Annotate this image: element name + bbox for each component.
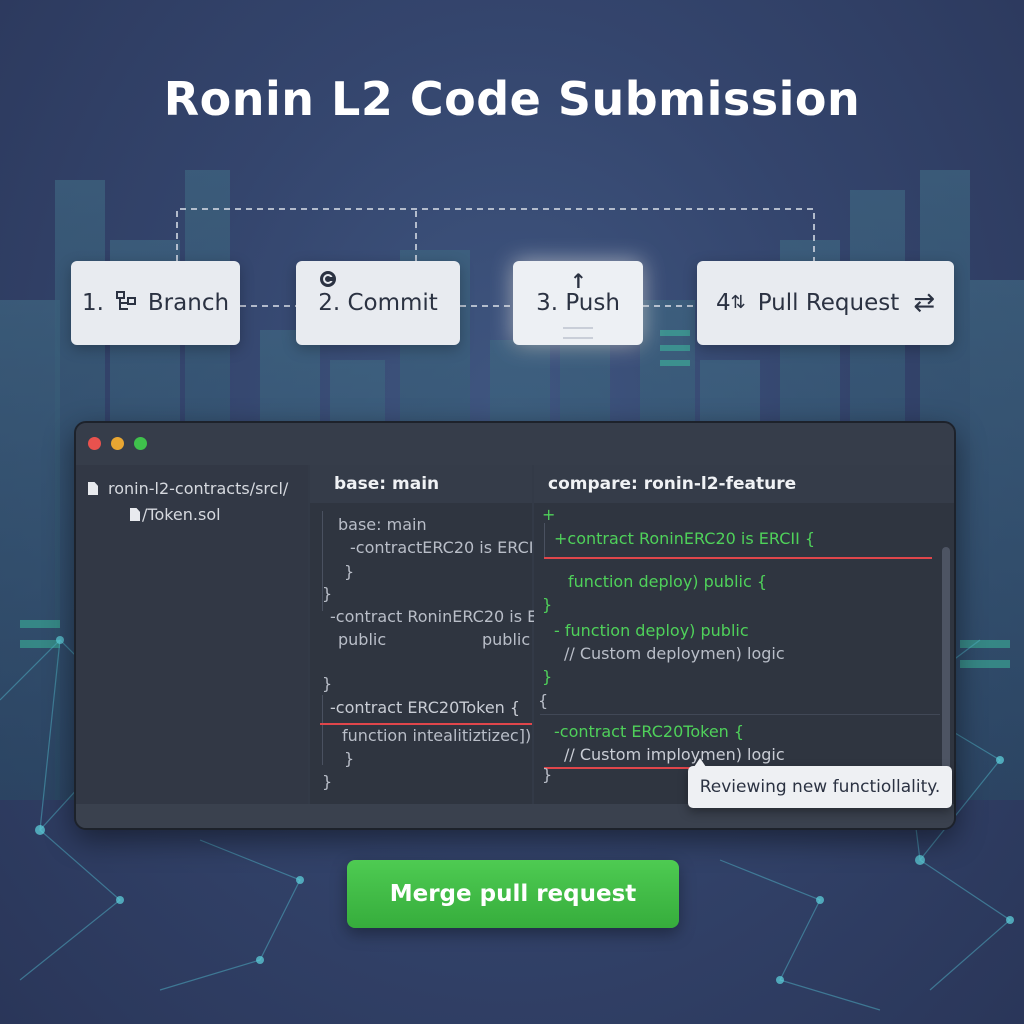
step-pull-request[interactable]: 4 ⇅ Pull Request ⇄ <box>697 261 954 345</box>
code-line: { <box>538 691 549 710</box>
code-line: } <box>542 595 553 614</box>
code-line: } <box>322 584 333 603</box>
code-line: +contract RoninERC20 is ERCII { <box>554 529 816 548</box>
code-line: } <box>322 674 333 693</box>
compare-pane: compare: ronin-l2-feature + +contract Ro… <box>534 465 954 807</box>
close-window-button[interactable] <box>88 437 101 450</box>
code-line: } <box>344 562 355 581</box>
diff-separator <box>540 714 940 715</box>
window-titlebar <box>76 423 954 465</box>
merge-pull-request-button[interactable]: Merge pull request <box>347 860 679 928</box>
gutter-line <box>544 523 545 559</box>
push-divider-icon <box>563 327 593 339</box>
gutter-line <box>322 511 323 611</box>
code-line: - function deploy) public <box>554 621 749 640</box>
step-branch-number: 1. <box>81 290 104 316</box>
removed-line-marker <box>320 723 532 725</box>
code-line: -contract RoninERC20 is EF <box>330 607 547 626</box>
code-line: } <box>542 667 553 686</box>
code-line: // Custom imploymen) logic <box>564 745 785 764</box>
step-commit[interactable]: 2. Commit <box>296 261 460 345</box>
code-line: base: main <box>338 515 427 534</box>
tree-folder-label: ronin-l2-contracts/srcl/ <box>108 479 289 498</box>
tree-file[interactable]: /Token.sol <box>130 505 221 524</box>
code-line: -contract ERC20Token { <box>330 698 521 717</box>
review-tooltip: Reviewing new functiollality. <box>688 758 952 808</box>
step-push[interactable]: ↑ 3. Push <box>513 261 643 345</box>
tree-file-label: /Token.sol <box>142 505 221 524</box>
code-line: + <box>542 505 556 524</box>
code-line: -contract ERC20Token { <box>554 722 745 741</box>
step-push-label: 3. Push <box>536 290 620 316</box>
minimize-window-button[interactable] <box>111 437 124 450</box>
code-line: } <box>542 765 553 784</box>
step-pr-number: 4 <box>715 290 731 316</box>
gutter-line <box>322 695 323 765</box>
maximize-window-button[interactable] <box>134 437 147 450</box>
removed-line-marker <box>544 557 932 559</box>
removed-line-marker <box>544 767 792 769</box>
arrow-up-icon: ↑ <box>570 269 587 293</box>
code-line: -contractERC20 is ERCII <box>350 538 539 557</box>
code-line: } <box>322 772 333 791</box>
file-icon <box>130 508 140 521</box>
code-line: } <box>344 749 355 768</box>
compare-pane-header: compare: ronin-l2-feature <box>534 465 954 503</box>
code-line: function intealitiztizec]) } <box>342 726 547 745</box>
file-icon <box>88 482 98 495</box>
status-bar <box>76 804 954 828</box>
base-pane-header: base: main <box>310 465 532 503</box>
page-title: Ronin L2 Code Submission <box>163 72 861 126</box>
base-pane: base: main base: main -contractERC20 is … <box>310 465 546 804</box>
step-branch-label: Branch <box>147 290 230 316</box>
tree-folder[interactable]: ronin-l2-contracts/srcl/ <box>88 479 288 498</box>
commit-icon <box>318 269 338 294</box>
swap-arrows-icon: ⇄ <box>913 288 936 318</box>
file-tree: ronin-l2-contracts/srcl/ /Token.sol <box>76 465 308 804</box>
code-line: // Custom deploymen) logic <box>564 644 785 663</box>
step-pr-label: Pull Request <box>757 290 900 316</box>
diff-window: ronin-l2-contracts/srcl/ /Token.sol base… <box>74 421 956 830</box>
branch-icon <box>114 289 138 317</box>
pr-updown-icon: ⇅ <box>730 292 746 313</box>
code-line: function deploy) public { <box>568 572 768 591</box>
code-line: public <box>482 630 531 649</box>
scrollbar[interactable] <box>942 547 950 807</box>
code-line: public <box>338 630 387 649</box>
step-branch[interactable]: 1. Branch <box>71 261 240 345</box>
step-commit-label: 2. Commit <box>318 290 438 316</box>
